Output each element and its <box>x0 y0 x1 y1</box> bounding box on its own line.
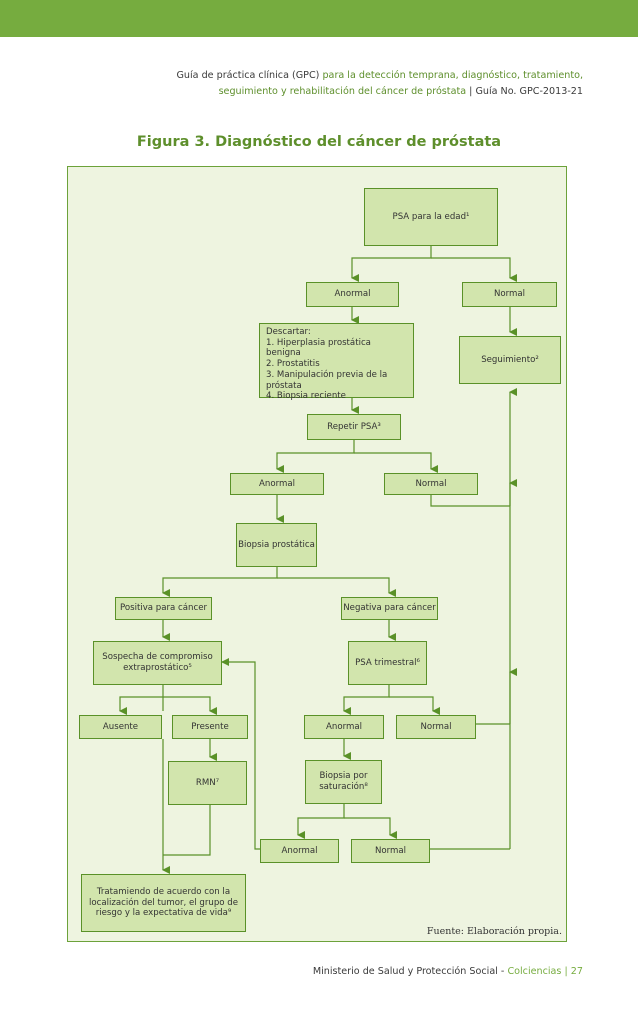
node-follow-up-label: Seguimiento² <box>481 354 539 365</box>
node-saturation-biopsy-label: Biopsia por saturación⁸ <box>319 771 368 792</box>
node-repeat-psa: Repetir PSA³ <box>307 414 401 440</box>
node-abnormal-3-label: Anormal <box>326 721 362 732</box>
node-abnormal-4-label: Anormal <box>281 845 318 856</box>
node-quarterly-psa-label: PSA trimestral⁶ <box>355 657 420 668</box>
node-abnormal-4: Anormal <box>260 839 339 863</box>
node-present-label: Presente <box>191 721 229 732</box>
node-abnormal-1: Anormal <box>306 282 399 307</box>
header-guide-subject-cont: seguimiento y rehabilitación del cáncer … <box>218 86 467 97</box>
node-repeat-psa-label: Repetir PSA³ <box>327 421 381 432</box>
node-quarterly-psa: PSA trimestral⁶ <box>348 641 427 685</box>
node-normal-2: Normal <box>384 473 478 495</box>
node-absent-label: Ausente <box>102 721 139 732</box>
node-abnormal-1-label: Anormal <box>334 289 371 300</box>
header-line-2: seguimiento y rehabilitación del cáncer … <box>219 86 583 97</box>
footer-ministry: Ministerio de Salud y Protección Social … <box>312 966 505 977</box>
node-follow-up: Seguimiento² <box>459 336 561 384</box>
node-normal-4-label: Normal <box>374 845 407 856</box>
node-normal-3-label: Normal <box>420 721 452 732</box>
node-prostate-biopsy-label: Biopsia prostática <box>238 539 315 550</box>
footer-colciencias: Colciencias <box>507 966 562 977</box>
figure-title: Figura 3. Diagnóstico del cáncer de prós… <box>136 134 502 150</box>
node-positive: Positiva para cáncer <box>115 597 212 620</box>
node-rule-out: Descartar: 1. Hiperplasia prostática ben… <box>259 323 414 401</box>
node-normal-2-label: Normal <box>415 478 447 489</box>
node-positive-label: Positiva para cáncer <box>119 603 208 614</box>
node-negative-label: Negativa para cáncer <box>343 603 436 614</box>
node-extraprostatic-suspicion-label: Sospecha de compromiso extraprostático⁵ <box>102 652 213 673</box>
header-guide-number: | Guía No. GPC-2013-21 <box>469 86 583 97</box>
node-rule-out-label: Descartar: 1. Hiperplasia prostática ben… <box>266 327 388 402</box>
node-normal-3: Normal <box>396 715 476 739</box>
node-abnormal-2: Anormal <box>230 473 324 495</box>
node-abnormal-3: Anormal <box>304 715 384 739</box>
header-line-1: Guía de práctica clínica (GPC) para la d… <box>176 70 583 81</box>
page-footer: Ministerio de Salud y Protección Social … <box>313 966 583 977</box>
node-mri: RMN⁷ <box>168 761 247 805</box>
node-negative: Negativa para cáncer <box>341 597 438 620</box>
node-prostate-biopsy: Biopsia prostática <box>236 523 317 567</box>
node-treatment: Tratamiendo de acuerdo con la localizaci… <box>81 874 246 932</box>
figure-source: Fuente: Elaboración propia. <box>426 926 562 937</box>
header-guide-title: Guía de práctica clínica (GPC) <box>176 70 320 81</box>
top-accent-bar <box>0 0 638 37</box>
node-extraprostatic-suspicion: Sospecha de compromiso extraprostático⁵ <box>93 641 222 685</box>
node-abnormal-2-label: Anormal <box>259 478 295 489</box>
node-absent: Ausente <box>79 715 162 739</box>
node-normal-1: Normal <box>462 282 557 307</box>
node-normal-4: Normal <box>351 839 430 863</box>
node-mri-label: RMN⁷ <box>195 777 220 788</box>
node-saturation-biopsy: Biopsia por saturación⁸ <box>305 760 382 804</box>
node-treatment-label: Tratamiendo de acuerdo con la localizaci… <box>88 886 239 919</box>
page-number: | 27 <box>564 966 584 977</box>
node-psa-age-label: PSA para la edad¹ <box>392 211 470 222</box>
node-psa-age: PSA para la edad¹ <box>364 188 498 246</box>
header-guide-subject: para la detección temprana, diagnóstico,… <box>322 70 583 81</box>
node-present: Presente <box>172 715 248 739</box>
node-normal-1-label: Normal <box>493 289 526 300</box>
